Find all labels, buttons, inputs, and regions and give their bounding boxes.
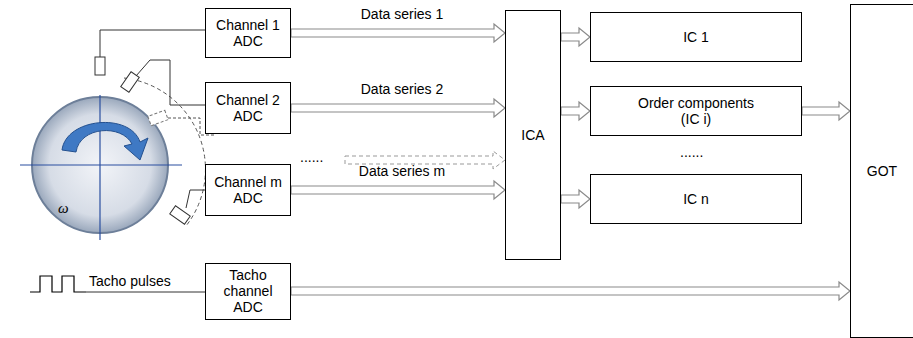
box-label: ICA [521,127,544,143]
box-label: GOT [867,163,897,179]
block-arrow [561,190,590,208]
got-box: GOT [850,4,913,338]
tacho-wire [86,292,205,293]
box-label: IC 1 [683,29,709,45]
axis-line [20,164,182,165]
ic-box: IC n [590,174,802,224]
box-label: IC n [683,191,709,207]
adc-box: Channel 2 ADC [205,82,291,134]
sensor [170,206,190,225]
pulse-train [30,276,86,292]
ellipsis: ...... [680,145,703,160]
edge-label: Data series 2 [361,82,443,97]
box-label: Channel 1 ADC [210,17,286,49]
adc-box: Channel m ADC [205,164,291,216]
box-label: Channel m ADC [210,174,286,206]
sensor [148,110,168,126]
edge-label: Data series 1 [361,7,443,22]
sensor-wire [186,190,205,208]
rotation-arrow [62,122,148,160]
ic-box: Order components (IC i) [590,86,802,136]
block-arrow [291,99,505,117]
edge-label: Data series m [359,164,445,179]
ic-box: IC 1 [590,12,802,62]
adc-box: Tacho channel ADC [205,263,291,320]
sensor-wire [100,30,205,57]
omega-symbol: ω [58,200,69,217]
box-label: Channel 2 ADC [210,92,286,124]
block-arrow [291,282,850,300]
axis-line [99,95,100,240]
sensor-arc [124,78,205,226]
block-arrow [561,28,590,46]
adc-box: Channel 1 ADC [205,8,291,58]
box-label: Tacho channel ADC [216,267,280,315]
block-arrow [561,102,590,120]
sensor [95,57,105,75]
sensor-wire [136,60,205,105]
block-arrow [291,24,505,42]
ica-box: ICA [505,10,561,260]
block-arrow [802,102,850,120]
block-arrow [291,181,505,199]
box-label: Order components (IC i) [631,95,761,127]
ellipsis: ...... [300,150,323,165]
signal-name: Tacho pulses [88,274,172,289]
